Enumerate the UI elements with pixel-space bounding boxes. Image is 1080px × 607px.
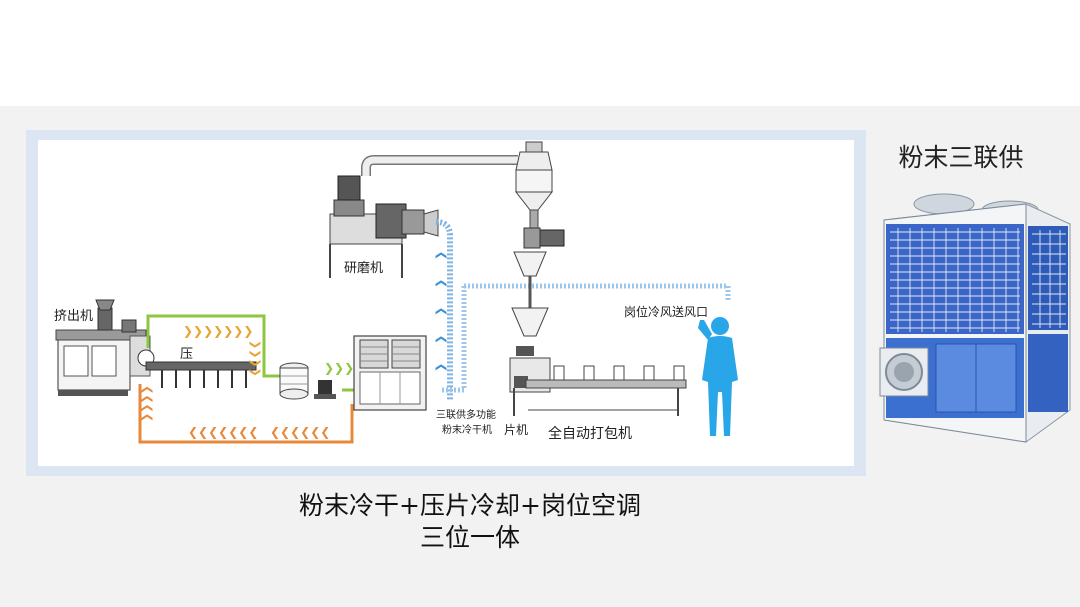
extruder-machine (55, 299, 155, 396)
packing-line (509, 357, 687, 416)
process-diagram-svg: 挤出机 压 ❯❯❯❯❯❯❯ ❯❯❯❯ ❯❯❯❯ ❯❯❯❯ ❮❮❮❮❮❮❮ ❮❮❮ (54, 141, 738, 444)
grinder-machine (329, 155, 518, 278)
caption-line1: 粉末冷干+压片冷却+岗位空调 (299, 491, 641, 520)
svg-text:❯: ❯ (434, 279, 447, 288)
svg-text:❯❯❯❯: ❯❯❯❯ (249, 340, 262, 377)
label-dryer-line2: 粉末冷干机 (442, 423, 492, 436)
chiller-unit-image (876, 190, 1076, 445)
side-title: 粉末三联供 (898, 143, 1024, 172)
svg-text:❯: ❯ (434, 363, 447, 372)
svg-text:❮❮❮❮❮❮: ❮❮❮❮❮❮ (270, 425, 330, 439)
chiller-unit-icon (879, 193, 1071, 443)
caption-line2: 三位一体 (419, 523, 520, 552)
press-rollers (145, 361, 257, 388)
label-packer: 全自动打包机 (548, 425, 632, 442)
label-dryer-line1: 三联供多功能 (436, 408, 496, 421)
cold-air-duct: ❯ ❯ ❯ ❯ ❯ (434, 219, 731, 400)
svg-text:❯: ❯ (434, 335, 447, 344)
svg-text:❯: ❯ (434, 307, 447, 316)
top-band (0, 0, 1080, 106)
svg-text:❯: ❯ (434, 251, 447, 260)
caption: 粉末冷干+压片冷却+岗位空调 三位一体 (230, 490, 710, 554)
powder-dryer-unit (353, 335, 427, 411)
filter-tank (279, 362, 336, 400)
cyclone-separator (511, 141, 565, 356)
label-grinder: 研磨机 (344, 261, 383, 276)
label-press: 压 (180, 347, 193, 362)
label-air-outlet: 岗位冷风送风口 (624, 304, 708, 319)
svg-text:❯❯❯❯: ❯❯❯❯ (140, 385, 153, 422)
worker-figure-icon (698, 317, 738, 436)
svg-text:❯❯❯❯❯❯❯: ❯❯❯❯❯❯❯ (183, 324, 253, 338)
process-diagram: 挤出机 压 ❯❯❯❯❯❯❯ ❯❯❯❯ ❯❯❯❯ ❯❯❯❯ ❮❮❮❮❮❮❮ ❮❮❮ (38, 140, 854, 466)
label-extruder: 挤出机 (54, 309, 93, 324)
orange-return-loop: ❯❯❯❯ ❮❮❮❮❮❮❮ ❮❮❮❮❮❮ (138, 384, 354, 444)
svg-text:❮❮❮❮❮❮❮: ❮❮❮❮❮❮❮ (188, 425, 258, 439)
label-flaker: 片机 (504, 423, 528, 437)
